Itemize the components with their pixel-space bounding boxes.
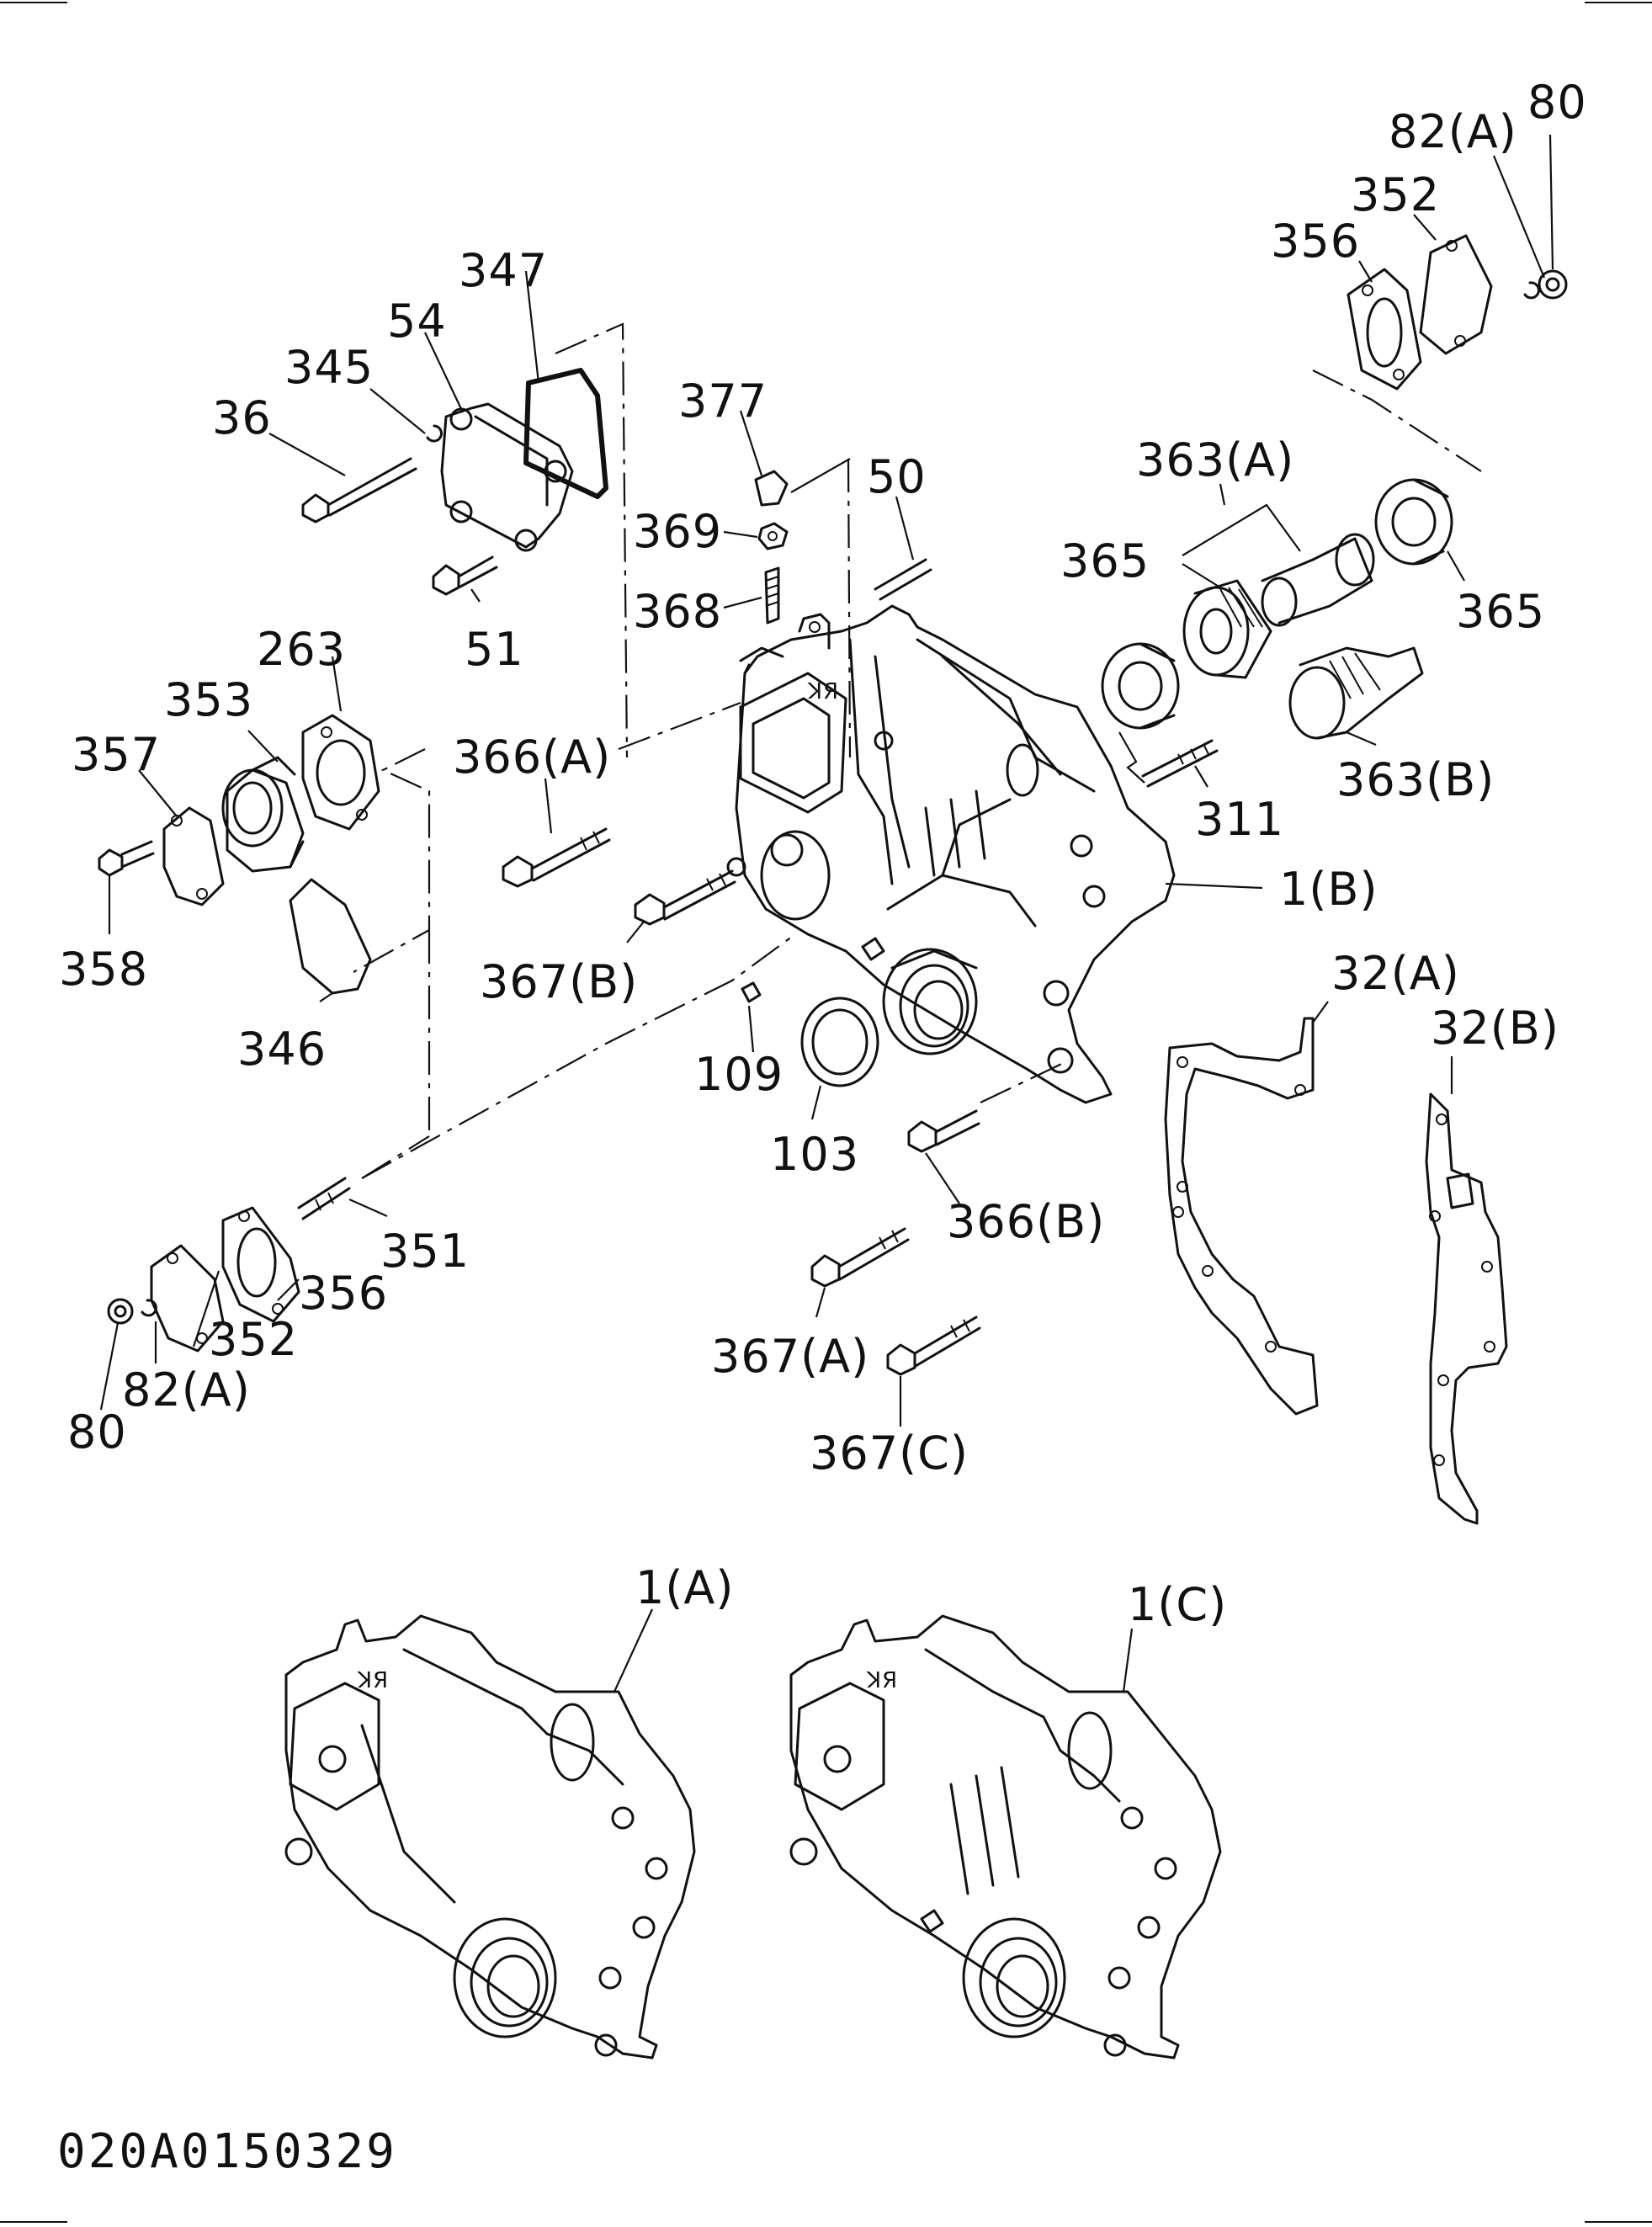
label-1a: 1(A) (635, 1561, 734, 1614)
label-82a-top: 82(A) (1389, 105, 1517, 158)
label-366b: 366(B) (947, 1195, 1105, 1248)
label-356-bottom: 356 (299, 1267, 388, 1320)
label-311: 311 (1195, 793, 1284, 846)
label-263: 263 (257, 623, 346, 676)
label-32b: 32(B) (1431, 1002, 1559, 1055)
label-80-bottom: 80 (67, 1406, 127, 1459)
label-377: 377 (678, 375, 768, 428)
timing-gear-case-1b: ꓘЯ (726, 604, 1263, 1104)
label-351: 351 (380, 1225, 470, 1278)
label-103: 103 (770, 1128, 859, 1181)
label-1c: 1(C) (1128, 1578, 1227, 1631)
label-346: 346 (237, 1023, 327, 1076)
cover-plate-set-bottom-left (99, 1135, 430, 1411)
timing-gear-case-1c: ꓘЯ (789, 1614, 1222, 2060)
label-352-top: 352 (1351, 168, 1440, 221)
casting-mark-text: ꓘЯ (807, 679, 839, 704)
gaskets (1164, 1001, 1508, 1525)
label-1b: 1(B) (1279, 863, 1378, 916)
label-347: 347 (459, 244, 548, 297)
label-32a: 32(A) (1331, 947, 1460, 1000)
loose-bolts (810, 1060, 1070, 1427)
label-356-top: 356 (1271, 215, 1360, 268)
label-358: 358 (59, 943, 148, 996)
access-cover-assembly (268, 270, 629, 758)
label-109: 109 (694, 1048, 784, 1101)
label-367b: 367(B) (480, 955, 638, 1008)
label-50: 50 (867, 450, 927, 503)
label-367c: 367(C) (810, 1427, 969, 1480)
timing-gear-case-1a: ꓘЯ (284, 1608, 696, 2060)
label-80-top: 80 (1527, 76, 1587, 129)
label-345: 345 (284, 341, 374, 394)
label-357: 357 (72, 728, 161, 781)
casting-mark-text: ꓘЯ (357, 1668, 389, 1693)
label-363b: 363(B) (1336, 753, 1495, 806)
label-353: 353 (164, 673, 253, 726)
casting-mark-text: ꓘЯ (866, 1668, 898, 1693)
label-365-right: 365 (1456, 585, 1545, 638)
label-54: 54 (387, 295, 447, 348)
auxiliary-drive-assembly (98, 656, 431, 1136)
label-82a-bottom: 82(A) (122, 1363, 251, 1416)
label-369: 369 (633, 505, 722, 558)
label-51: 51 (465, 623, 524, 676)
label-352-bottom: 352 (209, 1313, 298, 1366)
label-366a: 366(A) (453, 731, 611, 784)
label-365-left: 365 (1060, 534, 1150, 587)
diagram-code: 020A0150329 (57, 2124, 397, 2179)
label-363a: 363(A) (1136, 433, 1294, 486)
label-36: 36 (212, 391, 272, 444)
idler-gear-shafts (1101, 478, 1465, 788)
case-bolts-and-seal (361, 701, 879, 1179)
label-368: 368 (633, 585, 722, 638)
stud-and-cap-assembly (723, 410, 932, 758)
part-labels: 80 82(A) 352 356 347 54 345 36 51 377 50… (59, 76, 1587, 1631)
label-367a: 367(A) (711, 1330, 869, 1383)
cover-plate-set-top-right (1312, 134, 1568, 472)
